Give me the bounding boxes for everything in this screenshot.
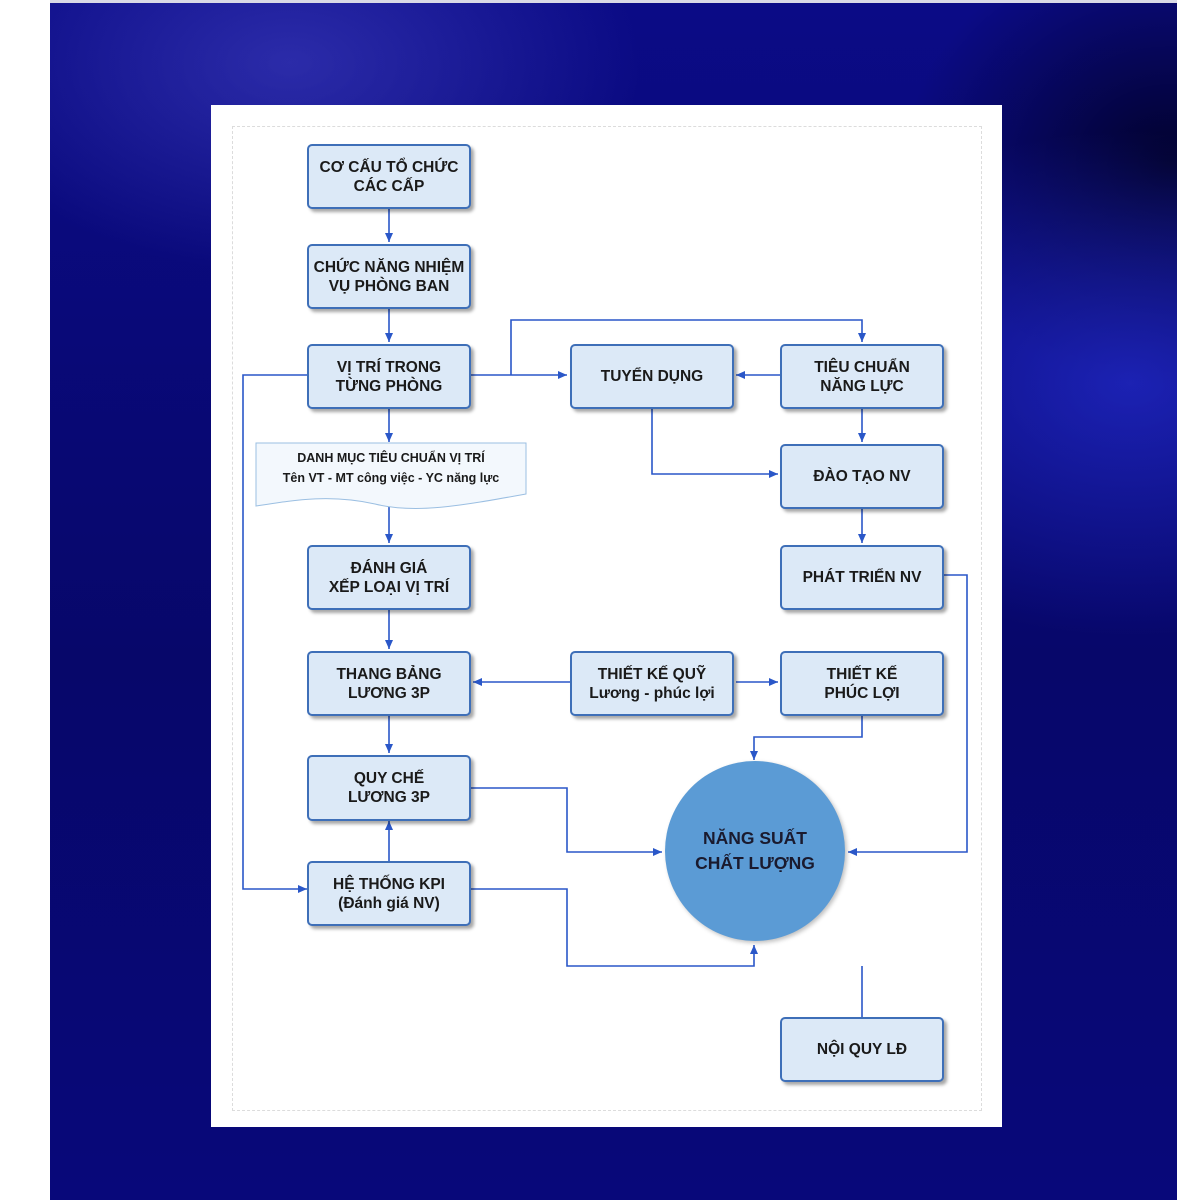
edge-vitri-tieuchuan — [510, 319, 866, 375]
node-nang-suat-chat-luong: NĂNG SUẤT CHẤT LƯỢNG — [665, 761, 845, 941]
node-danh-muc-tieu-chuan: DANH MỤC TIÊU CHUẨN VỊ TRÍ Tên VT - MT c… — [255, 442, 527, 512]
node-danh-gia-xep-loai: ĐÁNH GIÁ XẾP LOẠI VỊ TRÍ — [307, 545, 471, 610]
top-border — [50, 0, 1177, 3]
node-thiet-ke-quy: THIẾT KẾ QUỸ Lương - phúc lợi — [570, 651, 734, 716]
edge-phucloi-nangsuat — [750, 714, 863, 760]
edge-phattrien-nangsuat — [848, 574, 968, 856]
diagram-card: CƠ CẤU TỔ CHỨC CÁC CẤP CHỨC NĂNG NHIỆM V… — [211, 105, 1002, 1127]
edge-vitri-kpi — [242, 374, 307, 893]
danh-muc-text: DANH MỤC TIÊU CHUẨN VỊ TRÍ Tên VT - MT c… — [282, 451, 500, 485]
node-noi-quy-ld: NỘI QUY LĐ — [780, 1017, 944, 1082]
node-he-thong-kpi: HỆ THỐNG KPI (Đánh giá NV) — [307, 861, 471, 926]
node-quy-che-luong: QUY CHẾ LƯƠNG 3P — [307, 755, 471, 821]
node-tieu-chuan-nang-luc: TIÊU CHUẨN NĂNG LỰC — [780, 344, 944, 409]
node-co-cau-to-chuc: CƠ CẤU TỔ CHỨC CÁC CẤP — [307, 144, 471, 209]
document-shape — [255, 442, 527, 510]
node-thang-bang-luong: THANG BẢNG LƯƠNG 3P — [307, 651, 471, 716]
edge-tuyendung-daotao — [651, 407, 778, 478]
node-vi-tri-trong-phong: VỊ TRÍ TRONG TỪNG PHÒNG — [307, 344, 471, 409]
node-dao-tao-nv: ĐÀO TẠO NV — [780, 444, 944, 509]
diagram-frame — [232, 126, 982, 1111]
edge-kpi-nangsuat — [471, 888, 758, 967]
connectors — [242, 207, 968, 1017]
node-phat-trien-nv: PHÁT TRIỂN NV — [780, 545, 944, 610]
node-chuc-nang-nhiem-vu: CHỨC NĂNG NHIỆM VỤ PHÒNG BAN — [307, 244, 471, 309]
node-tuyen-dung: TUYỂN DỤNG — [570, 344, 734, 409]
node-thiet-ke-phuc-loi: THIẾT KẾ PHÚC LỢI — [780, 651, 944, 716]
edge-quyche-nangsuat — [471, 787, 662, 856]
